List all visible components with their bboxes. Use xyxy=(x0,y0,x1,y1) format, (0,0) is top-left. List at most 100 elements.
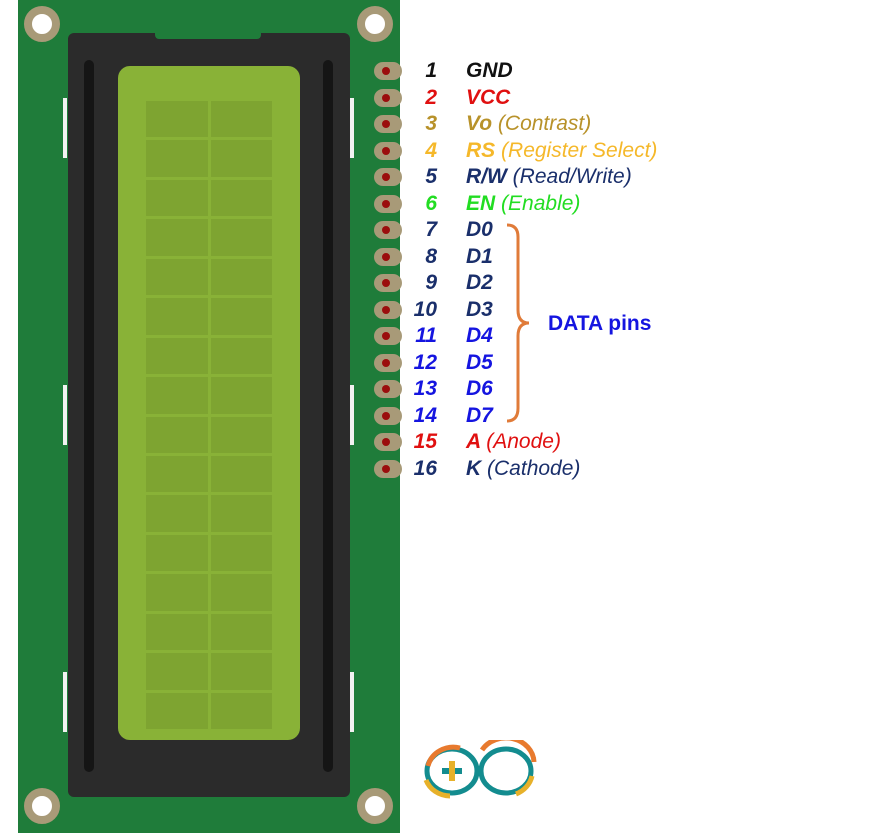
pin-number: 14 xyxy=(413,403,437,427)
pin-row: 6 EN (Enable) xyxy=(400,191,580,217)
character-cell xyxy=(210,692,272,729)
character-cell xyxy=(210,140,272,177)
character-cell xyxy=(146,574,208,611)
pin-row: 5 R/W (Read/Write) xyxy=(400,164,631,190)
pin-name: D2 xyxy=(466,270,493,296)
pin-pad xyxy=(374,141,402,160)
data-pins-brace xyxy=(506,223,530,423)
pin-row: 16 K (Cathode) xyxy=(400,456,581,482)
character-cell xyxy=(146,337,208,375)
pin-name: D1 xyxy=(466,244,493,270)
character-cell xyxy=(146,179,208,217)
character-cell xyxy=(210,495,272,532)
bezel-tab xyxy=(350,98,354,158)
pin-name: D0 xyxy=(466,217,493,243)
pin-name: D4 xyxy=(466,323,493,349)
character-cell xyxy=(146,653,208,690)
pin-description: (Cathode) xyxy=(487,456,581,480)
pin-pad xyxy=(374,433,402,451)
pin-row: 14 D7 xyxy=(400,403,493,429)
character-cell xyxy=(146,416,208,453)
pin-pad xyxy=(374,327,402,345)
pin-description: (Read/Write) xyxy=(512,165,632,188)
character-cell xyxy=(210,258,272,296)
character-cell xyxy=(146,692,208,729)
pin-name: D6 xyxy=(466,376,493,402)
character-cell xyxy=(146,534,208,572)
bezel-tab xyxy=(63,672,67,732)
character-cell xyxy=(146,298,208,335)
mounting-hole xyxy=(357,6,393,42)
pin-name: D5 xyxy=(466,350,493,376)
pin-pad xyxy=(374,221,402,239)
pin-name: EN (Enable) xyxy=(466,191,580,217)
pin-number: 10 xyxy=(413,297,437,321)
pin-pad xyxy=(374,62,402,80)
character-cell xyxy=(146,613,208,651)
pin-number: 5 xyxy=(425,165,437,188)
pin-description: (Register Select) xyxy=(501,138,658,162)
mounting-hole xyxy=(24,6,60,42)
pin-label: D2 xyxy=(466,271,493,294)
bezel-tab xyxy=(63,385,67,445)
pin-label: D6 xyxy=(466,377,493,400)
pin-label: R/W xyxy=(466,165,507,188)
pin-pad xyxy=(374,300,402,319)
pin-label: D1 xyxy=(466,244,493,268)
mounting-hole xyxy=(24,788,60,824)
pin-row: 3 Vo (Contrast) xyxy=(400,111,591,137)
pin-label: D4 xyxy=(466,324,493,347)
pin-pad xyxy=(374,168,402,186)
character-cell xyxy=(210,653,272,690)
character-cell xyxy=(210,455,272,493)
pin-row: 10 D3 xyxy=(400,297,493,323)
pin-pad xyxy=(374,274,402,292)
pin-label: D7 xyxy=(466,403,493,427)
pin-number: 2 xyxy=(425,85,437,109)
bezel-tab xyxy=(63,98,67,158)
pin-pad xyxy=(374,406,402,425)
pin-label: GND xyxy=(466,59,513,82)
pin-name: A (Anode) xyxy=(466,429,561,455)
pin-label: D0 xyxy=(466,218,493,241)
character-cell xyxy=(210,574,272,611)
pin-label: Vo xyxy=(466,112,493,135)
pin-name: K (Cathode) xyxy=(466,456,580,482)
bezel-tab xyxy=(350,385,354,445)
pin-name: D3 xyxy=(466,297,493,323)
bezel-rail xyxy=(84,60,94,772)
character-cell xyxy=(146,219,208,256)
pin-name: RS (Register Select) xyxy=(466,138,657,164)
mounting-hole xyxy=(357,788,393,824)
character-cell xyxy=(210,416,272,453)
pin-number: 3 xyxy=(425,112,437,135)
pin-number: 6 xyxy=(425,191,437,215)
pin-name: R/W (Read/Write) xyxy=(466,164,632,190)
character-cell xyxy=(210,613,272,651)
arduino-logo-icon xyxy=(423,740,537,799)
bezel-notch xyxy=(155,33,261,39)
character-grid xyxy=(146,101,272,729)
pin-row: 12 D5 xyxy=(400,350,493,376)
pin-name: VCC xyxy=(466,85,510,111)
character-cell xyxy=(146,495,208,532)
pin-description: (Contrast) xyxy=(497,112,592,135)
character-cell xyxy=(210,377,272,414)
bezel-rail xyxy=(323,60,333,772)
pin-row: 7 D0 xyxy=(400,217,493,243)
pin-number: 12 xyxy=(413,350,437,374)
character-cell xyxy=(210,337,272,375)
pin-name: GND xyxy=(466,58,513,84)
pin-number: 16 xyxy=(413,456,437,480)
pin-description: (Enable) xyxy=(501,191,581,215)
bezel-tab xyxy=(350,672,354,732)
pin-description: (Anode) xyxy=(486,430,561,453)
pin-number: 7 xyxy=(425,218,437,241)
character-cell xyxy=(146,377,208,414)
character-cell xyxy=(210,534,272,572)
character-cell xyxy=(146,258,208,296)
